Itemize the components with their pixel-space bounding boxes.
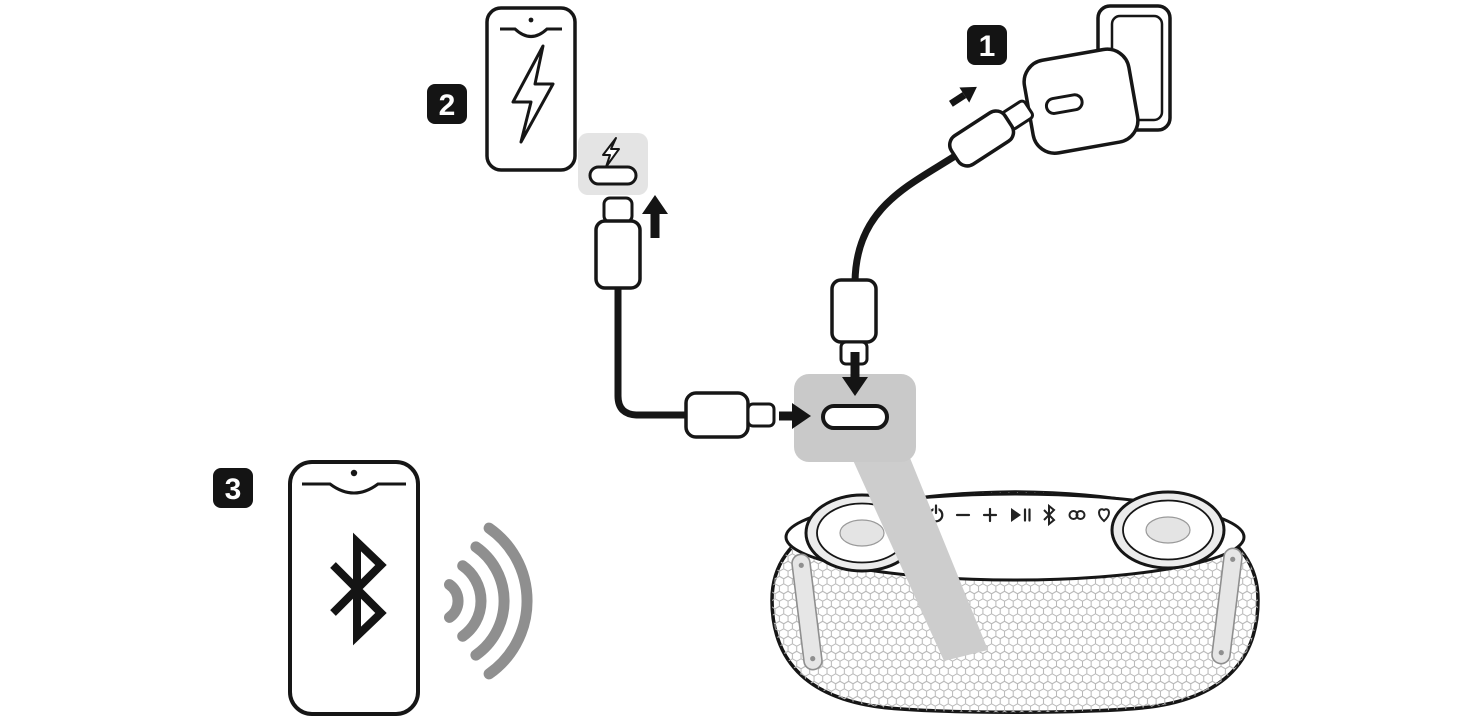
charge-port-callout <box>578 133 648 195</box>
charging-cable-adapter <box>851 152 959 286</box>
adapter-usb-c-port-icon <box>1044 93 1084 115</box>
bluetooth-icon <box>330 532 387 646</box>
arrow-right-icon <box>779 403 811 429</box>
signal-waves-icon <box>444 522 533 680</box>
volume-up-icon <box>982 507 998 523</box>
play-pause-icon <box>1011 508 1031 522</box>
phone-camera-dot <box>350 469 358 477</box>
step-number-3: 3 <box>225 473 242 506</box>
charging-cable-phone <box>614 284 690 419</box>
arrow-to-adapter-icon <box>948 86 977 107</box>
step-3-group: 3 <box>213 460 533 716</box>
phone-notch <box>500 27 562 38</box>
step-number-1: 1 <box>979 30 996 63</box>
speaker <box>770 490 1260 714</box>
arrow-up-icon <box>642 195 668 238</box>
phone-notch <box>302 482 406 495</box>
usb-plug-connector <box>947 99 1034 168</box>
usb-port-highlight <box>794 374 916 462</box>
bluetooth-small-icon <box>1043 503 1056 527</box>
arrow-down-icon <box>842 352 868 396</box>
phone-bluetooth <box>288 460 420 716</box>
phone-camera-dot <box>528 17 534 23</box>
heart-icon <box>1098 508 1110 523</box>
lightning-bolt-icon <box>511 44 555 144</box>
step-1-group: 1 <box>830 4 1172 396</box>
usb-c-connector-down <box>830 278 878 366</box>
usb-c-port-icon <box>821 404 889 430</box>
phone-usb-c-port-icon <box>588 165 638 186</box>
speaker-driver-right <box>1110 490 1226 570</box>
power-adapter <box>1022 47 1140 155</box>
port-callout-wedge <box>852 458 988 661</box>
step-badge-2: 2 <box>427 84 467 124</box>
speaker-strap-right <box>1211 547 1243 665</box>
usb-c-connector-right <box>684 391 776 439</box>
step-badge-3: 3 <box>213 468 253 508</box>
step-number-2: 2 <box>439 89 456 122</box>
usb-c-connector-up <box>594 196 642 290</box>
speaker-control-panel <box>928 503 1110 527</box>
speaker-strap-left <box>791 553 823 671</box>
stereo-link-icon <box>1068 510 1086 520</box>
phone-charging <box>485 6 577 172</box>
step-badge-1: 1 <box>967 25 1007 65</box>
step-2-group: 2 <box>427 6 811 439</box>
